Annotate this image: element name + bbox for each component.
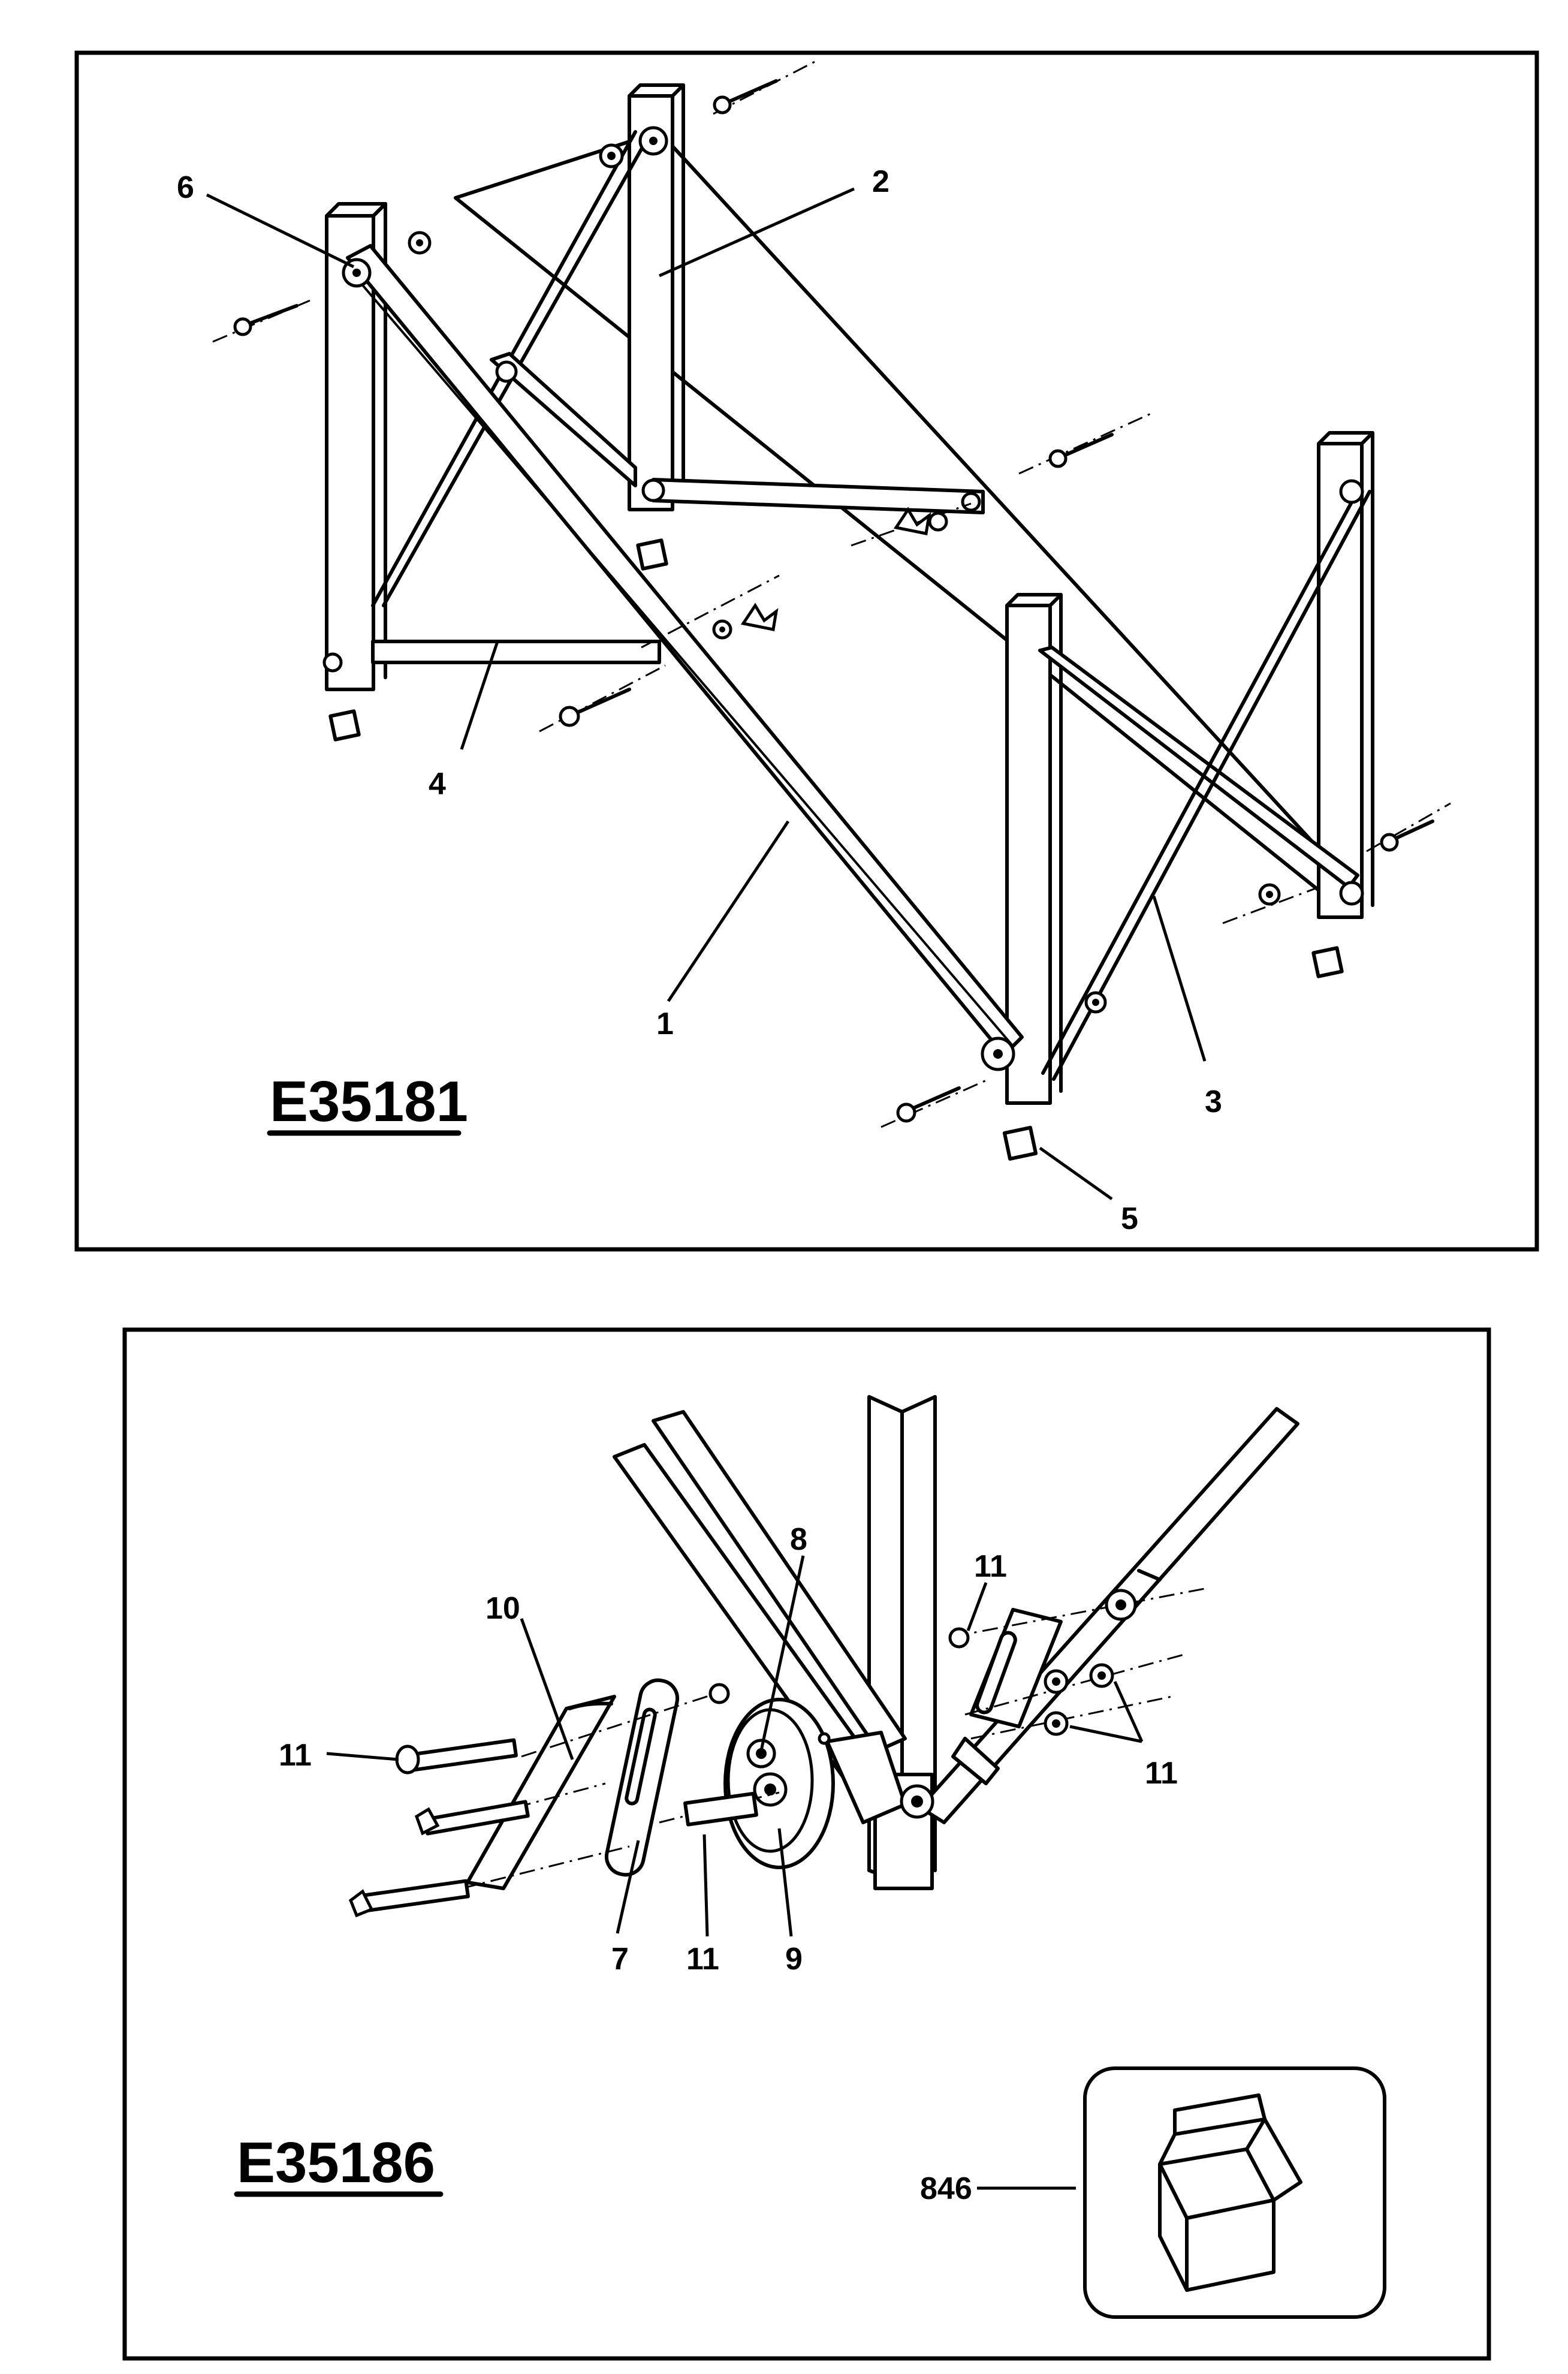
pulley: [723, 1698, 835, 1869]
callout-5: 5: [1121, 1201, 1138, 1236]
figure-code-top: E35181: [270, 1069, 468, 1134]
callout-11-top: 11: [974, 1549, 1007, 1584]
bolts-top: [212, 59, 1451, 1128]
figure-code-bottom: E35186: [237, 2131, 435, 2195]
top-leaders: [206, 187, 1207, 1201]
callout-846: 846: [920, 2171, 972, 2206]
callout-10: 10: [486, 1591, 520, 1626]
callout-3: 3: [1205, 1084, 1222, 1119]
hinge-plate-detail-right: [951, 1608, 1063, 1785]
nuts-top: [408, 143, 1281, 1014]
callout-2: 2: [872, 164, 889, 199]
leg-rear-left: [628, 83, 685, 511]
foot-caps: [328, 538, 1344, 1161]
callout-1: 1: [656, 1007, 674, 1041]
callout-11-right: 11: [1145, 1756, 1178, 1791]
callout-8: 8: [790, 1522, 807, 1557]
clamp-bracket: [466, 1695, 616, 1890]
callout-9: 9: [785, 1942, 803, 1977]
top-panel: 1 2 3 4 5 6 E35181: [74, 50, 1539, 1252]
callout-4: 4: [429, 767, 446, 802]
bottom-panel-frame: [122, 1327, 1491, 2361]
inner-diagonal: [490, 352, 637, 487]
right-end-brace: [1041, 484, 1371, 1081]
bottom-leaders: [326, 1555, 1144, 2190]
braces-detail-left: [613, 1410, 907, 1824]
leg-rear-right: [1317, 431, 1374, 919]
leg-front-right: [1005, 593, 1063, 1105]
cross-rail-rear: [641, 478, 985, 514]
nuts-detail: [708, 1589, 1137, 1819]
wing-nuts: [740, 507, 931, 631]
callout-7: 7: [611, 1942, 629, 1977]
cross-rail-front: [371, 640, 661, 664]
pin: [659, 1791, 780, 1827]
callout-11-bottom: 11: [686, 1942, 719, 1977]
parts-box-icon: [1083, 2066, 1386, 2319]
bottom-panel: 7 8 9 10 11 11 11 11 846 E35186: [122, 1327, 1491, 2361]
hinge-plate-detail-left: [604, 1678, 680, 1877]
callout-11-left: 11: [279, 1738, 312, 1773]
diagonal-brace-front: [346, 244, 1024, 1057]
hinge-plate-right: [1339, 479, 1364, 504]
leg-front-left: [325, 202, 387, 691]
callout-6: 6: [177, 170, 194, 205]
cross-rail-right: [1038, 646, 1359, 889]
top-panel-frame: [74, 50, 1539, 1252]
